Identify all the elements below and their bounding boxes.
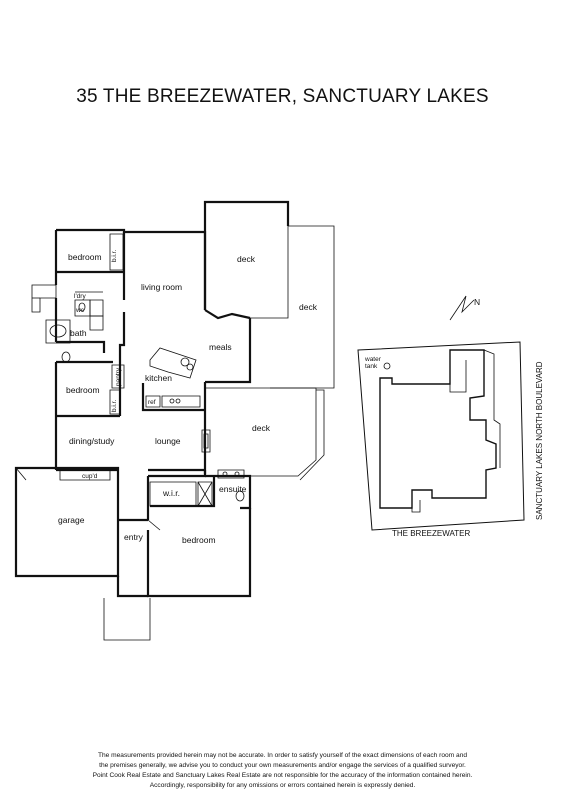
room-label-deck: deck bbox=[237, 254, 256, 264]
disclaimer: The measurements provided herein may not… bbox=[40, 751, 525, 791]
room-label-living-room: living room bbox=[141, 282, 182, 292]
disclaimer-line: the premises generally, we advise you to… bbox=[99, 762, 466, 769]
room-label-bir: b.i.r. bbox=[111, 250, 118, 262]
room-label-ref: ref bbox=[148, 399, 156, 406]
room-label-bir: b.i.r. bbox=[111, 400, 118, 412]
room-label-bedroom: bedroom bbox=[66, 385, 100, 395]
page-title: 35 THE BREEZEWATER, SANCTUARY LAKES bbox=[76, 86, 489, 107]
room-label-meals: meals bbox=[209, 342, 232, 352]
room-label-garage: garage bbox=[58, 515, 85, 525]
street-name-right: SANCTUARY LAKES NORTH BOULEVARD bbox=[535, 361, 544, 520]
room-label-lounge: lounge bbox=[155, 436, 181, 446]
disclaimer-line: Point Cook Real Estate and Sanctuary Lak… bbox=[92, 772, 473, 779]
room-label-deck: deck bbox=[252, 423, 271, 433]
water-tank-label: water tank bbox=[364, 356, 383, 370]
disclaimer-line: The measurements provided herein may not… bbox=[97, 752, 468, 759]
room-label-kitchen: kitchen bbox=[145, 373, 172, 383]
room-labels: bedroom b.i.r. living room deck deck l'd… bbox=[58, 250, 318, 545]
room-label-cupboard: cup'd bbox=[82, 473, 98, 480]
room-label-pantry: pantry bbox=[115, 367, 122, 386]
room-label-bath: bath bbox=[70, 328, 87, 338]
north-label: N bbox=[474, 297, 480, 307]
north-arrow-icon: N bbox=[449, 295, 480, 321]
room-label-entry: entry bbox=[124, 532, 144, 542]
street-name-bottom: THE BREEZEWATER bbox=[392, 529, 470, 538]
room-label-laundry: l'dry bbox=[74, 293, 86, 300]
room-label-deck: deck bbox=[299, 302, 318, 312]
room-label-wir: w.i.r. bbox=[162, 488, 180, 498]
room-label-ensuite: ensuite bbox=[219, 484, 247, 494]
house-walls bbox=[14, 200, 335, 641]
room-label-dining-study: dining/study bbox=[69, 436, 115, 446]
site-plan: water tank THE BREEZEWATER SANCTUARY LAK… bbox=[357, 341, 544, 538]
room-label-bedroom: bedroom bbox=[68, 252, 102, 262]
room-label-bedroom: bedroom bbox=[182, 535, 216, 545]
room-label-wc: wc bbox=[75, 307, 85, 314]
disclaimer-line: Accordingly, responsibility for any omis… bbox=[149, 782, 416, 789]
